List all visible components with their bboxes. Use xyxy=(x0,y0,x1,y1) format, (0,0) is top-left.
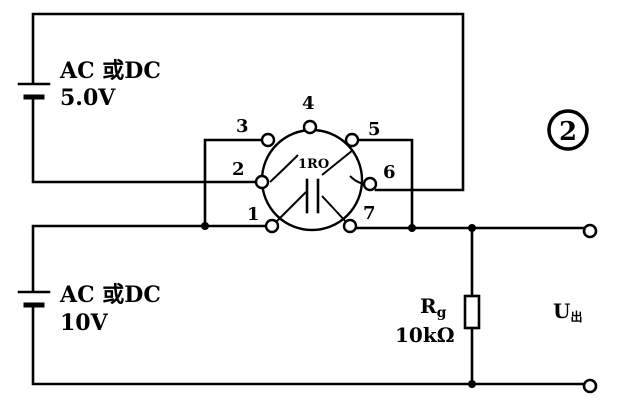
junction-dot xyxy=(201,222,209,230)
bridge-left xyxy=(203,138,264,228)
pin-4 xyxy=(302,119,318,135)
pin-label-5: 5 xyxy=(368,119,381,140)
electrode-lead xyxy=(321,149,354,176)
plate-wire-bottom xyxy=(31,306,587,386)
output-subscript: 出 xyxy=(570,309,582,324)
pin-label-2: 2 xyxy=(232,159,245,180)
battery-top-type: AC 或DC xyxy=(59,58,161,84)
electrode-lead xyxy=(321,195,349,225)
pin-6 xyxy=(362,176,378,192)
bridge-right xyxy=(355,138,414,230)
output-terminal-top xyxy=(582,223,598,239)
pin-7 xyxy=(342,218,358,234)
tube-socket: 1RO xyxy=(254,119,378,234)
junction-dot xyxy=(408,224,416,232)
resistor-body xyxy=(463,294,481,330)
plate-wire-left-top xyxy=(31,224,274,292)
junction-dot xyxy=(468,380,476,388)
pin-label-4: 4 xyxy=(302,93,315,114)
battery-bottom-type: AC 或DC xyxy=(59,282,161,308)
pin-5 xyxy=(344,132,360,148)
filament-wire-left xyxy=(31,98,260,184)
filament-circuit xyxy=(17,12,465,192)
circle-number: 2 xyxy=(559,117,577,147)
electrode-lead xyxy=(274,191,307,224)
battery-top-voltage: 5.0V xyxy=(60,85,116,111)
output-label: U出 xyxy=(553,299,582,324)
filament-wire-top xyxy=(31,12,465,192)
electrode-lead xyxy=(269,154,299,183)
socket-wiring xyxy=(203,138,414,230)
pin-label-3: 3 xyxy=(236,116,249,137)
circle-number-ring xyxy=(547,109,589,151)
pin-label-1: 1 xyxy=(247,204,260,225)
junction-dot xyxy=(468,224,476,232)
pin-label-7: 7 xyxy=(363,203,376,224)
plate-circuit xyxy=(17,224,587,386)
output-terminal-bottom xyxy=(582,378,598,394)
resistor-name: Rg xyxy=(420,294,447,321)
resistor-letter: R xyxy=(420,294,437,318)
pin-label-6: 6 xyxy=(383,162,396,183)
output-symbol: U xyxy=(553,299,570,323)
battery-bottom-voltage: 10V xyxy=(60,310,109,336)
tube-mark: 1RO xyxy=(298,157,329,172)
pin-1 xyxy=(264,218,280,234)
resistor-subscript: g xyxy=(437,305,447,321)
junctions xyxy=(201,222,476,388)
resistor-value: 10kΩ xyxy=(395,323,455,347)
pin-3 xyxy=(260,132,276,148)
pin-2 xyxy=(254,174,270,190)
